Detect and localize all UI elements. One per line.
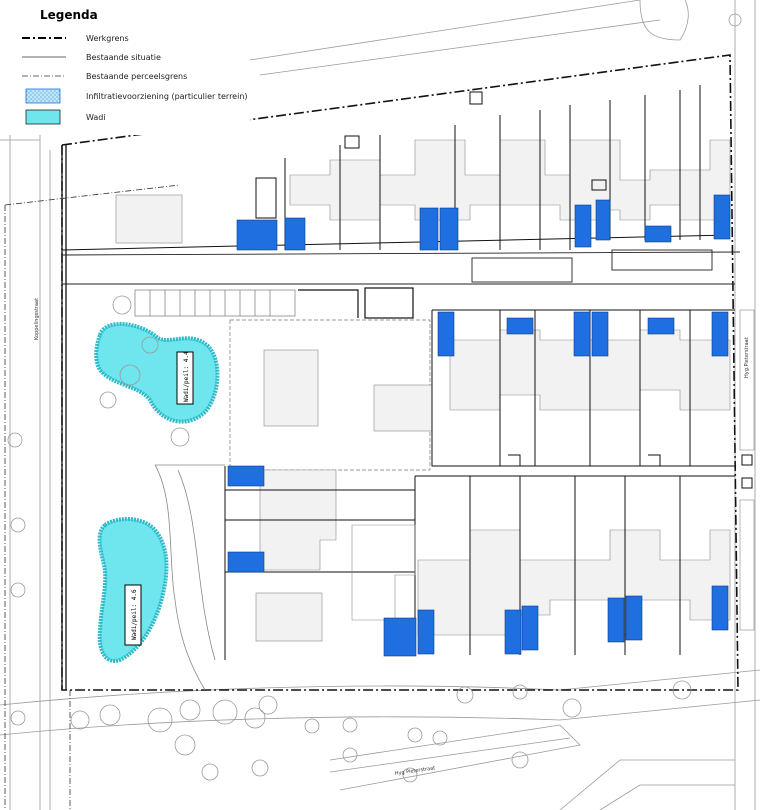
perceelsgrens-outer [4,184,181,810]
middle-parcel-lines [431,309,735,467]
legend-infiltratie-label: Infiltratievoorziening (particulier terr… [86,92,248,101]
footpath-curve [154,464,225,691]
west-road [61,145,67,690]
trees [7,13,742,783]
legend-bestaande-situatie-label: Bestaande situatie [86,53,161,62]
street-label-east: Hyg.Pieterstraat [744,337,750,378]
legend-infiltratie-symbol [25,88,61,104]
south-parcel-lines [224,466,735,660]
north-buildings [115,139,731,244]
legend-wadi-symbol [25,109,61,125]
middle-buildings [263,329,731,432]
infiltration-units [227,194,731,657]
legend-perceelsgrens-label: Bestaande perceelsgrens [86,72,187,81]
legend-werkgrens-label: Werkgrens [86,34,129,43]
legend-title: Legenda [40,8,98,22]
legend-wadi-label: Wadi [86,113,106,122]
wadi-south-label: Wadi/peil: 4.6 [131,589,138,640]
north-parcel-lines [61,85,731,251]
legend: Legenda Werkgrens Bestaande situatie Bes… [0,0,250,135]
street-label-west: Koppelingsstraat [34,298,40,340]
parking-bays [134,287,431,471]
wadi-north-label: Wadi/peil: 4.4 [183,351,190,402]
wadi-north: Wadi/peil: 4.4 [94,321,220,424]
south-buildings [255,469,731,642]
street-label-south: Hyg Pieterstraat [394,765,435,777]
central-road [61,249,741,285]
east-features [739,309,755,631]
wadi-south: Wadi/peil: 4.6 [97,517,169,663]
